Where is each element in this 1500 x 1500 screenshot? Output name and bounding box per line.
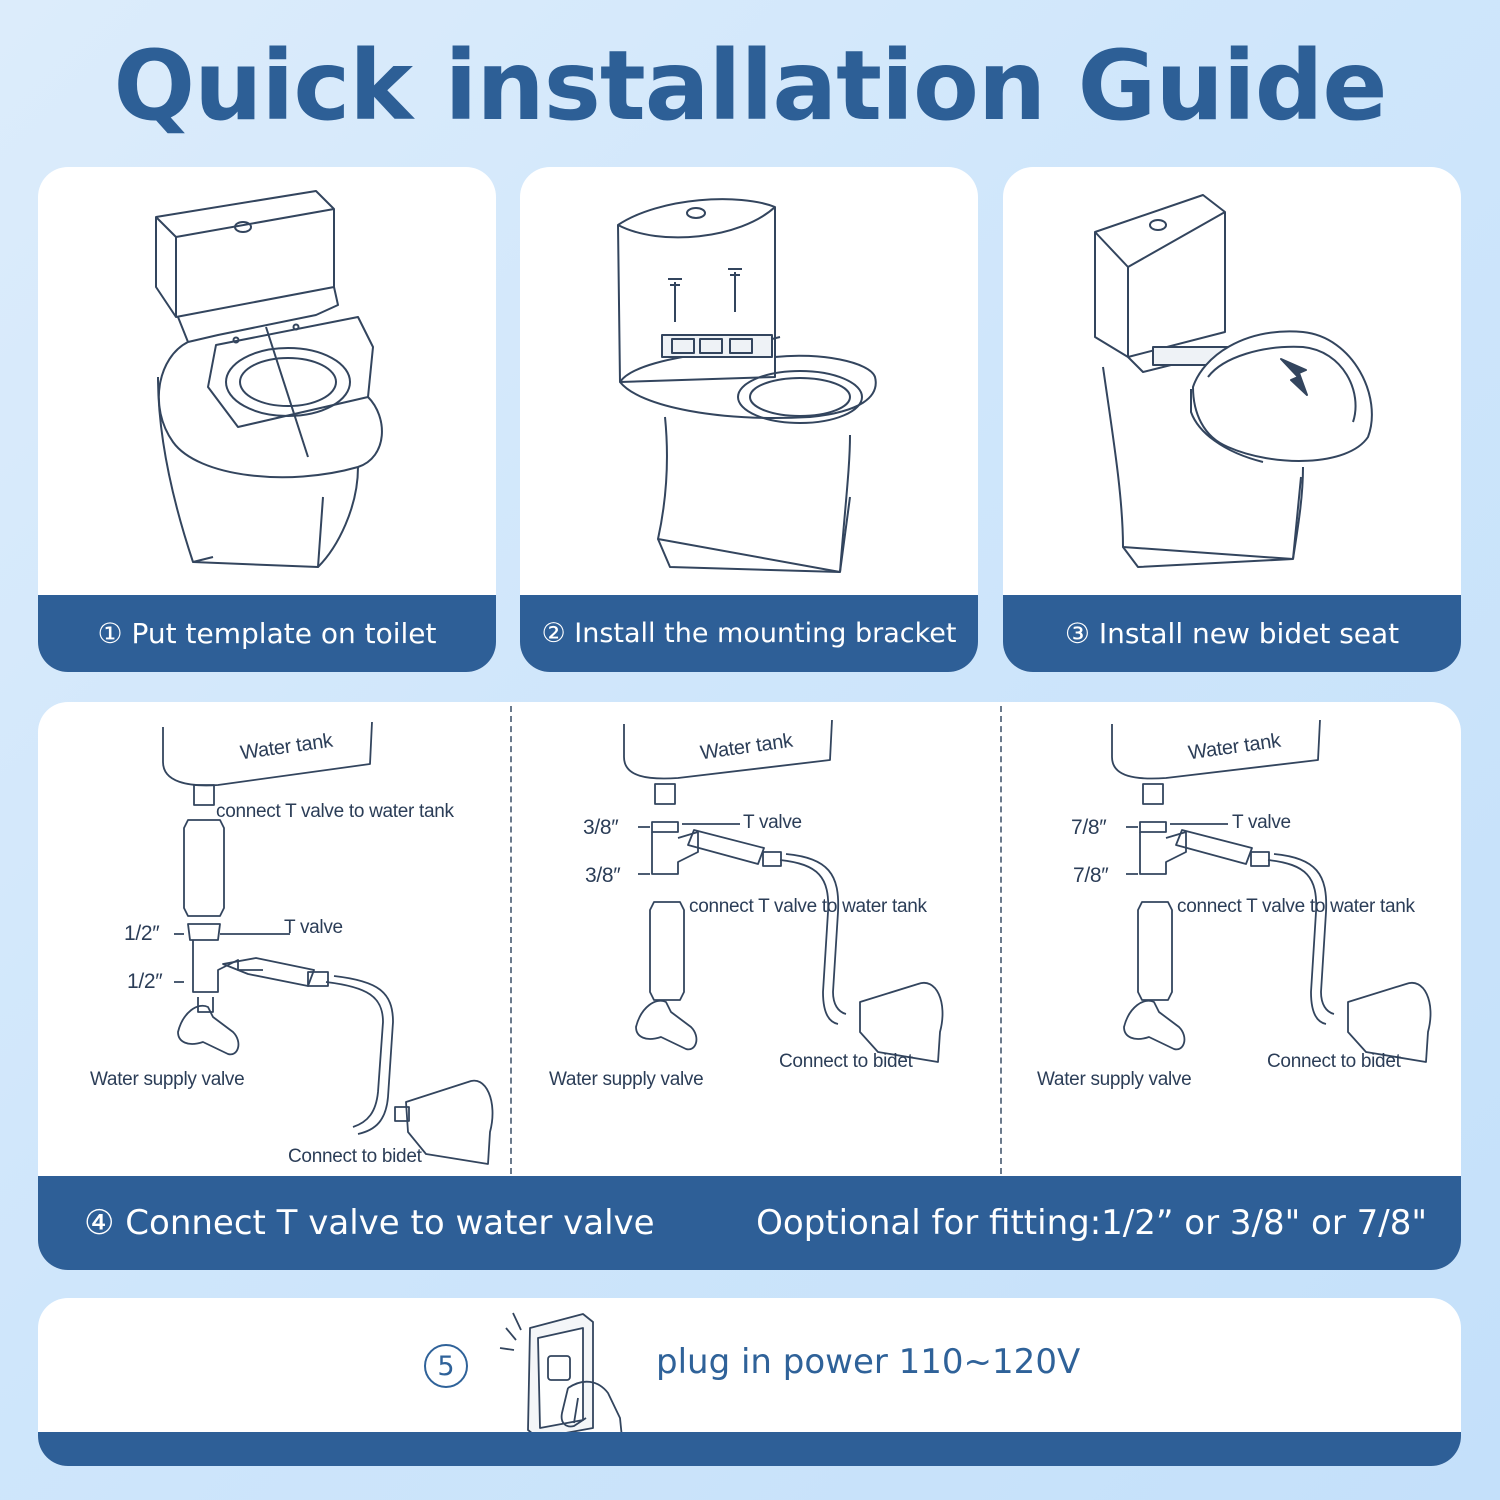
step-1-label: ① Put template on toilet	[38, 595, 496, 672]
size-top-label: 3/8″	[583, 816, 619, 839]
step-card-5: 5 plug in power 110~120V	[38, 1298, 1461, 1466]
step-card-1: ① Put template on toilet	[38, 167, 496, 672]
size-bottom-label: 3/8″	[585, 864, 621, 887]
step-5-band	[38, 1432, 1461, 1466]
connect-tank-label: connect T valve to water tank	[1177, 896, 1415, 917]
step-card-3: ③ Install new bidet seat	[1003, 167, 1461, 672]
step-4-label: ④ Connect T valve to water valve	[84, 1203, 655, 1243]
t-valve-label: T valve	[1232, 812, 1291, 833]
fitting-options-label: Ooptional for fitting:1/2” or 3/8" or 7/…	[756, 1203, 1427, 1243]
water-supply-valve-label: Water supply valve	[90, 1069, 245, 1090]
step-5-number: 5	[424, 1344, 468, 1388]
step-3-label: ③ Install new bidet seat	[1003, 595, 1461, 672]
connect-bidet-label: Connect to bidet	[288, 1146, 422, 1167]
step-card-4: Water tank connect T valve to water tank…	[38, 702, 1461, 1270]
connect-bidet-label: Connect to bidet	[779, 1051, 913, 1072]
step-card-2: ② Install the mounting bracket	[520, 167, 978, 672]
water-supply-valve-label: Water supply valve	[1037, 1069, 1192, 1090]
power-label: plug in power 110~120V	[656, 1342, 1081, 1382]
dashed-divider	[510, 706, 512, 1174]
size-top-label: 1/2″	[124, 922, 160, 945]
step-2-label: ② Install the mounting bracket	[520, 595, 978, 672]
size-bottom-label: 1/2″	[127, 970, 163, 993]
step-4-band: ④ Connect T valve to water valve Ooption…	[38, 1176, 1461, 1270]
connect-bidet-label: Connect to bidet	[1267, 1051, 1401, 1072]
connect-tank-label: connect T valve to water tank	[216, 801, 454, 822]
page-title: Quick installation Guide	[113, 30, 1387, 142]
t-valve-label: T valve	[743, 812, 802, 833]
t-valve-label: T valve	[284, 917, 343, 938]
t-valve-diagrams-icon	[162, 719, 1432, 1165]
mounting-bracket-icon	[617, 198, 877, 573]
connect-tank-label: connect T valve to water tank	[689, 896, 927, 917]
toilet-template-icon	[155, 190, 383, 568]
dashed-divider	[1000, 706, 1002, 1174]
water-supply-valve-label: Water supply valve	[549, 1069, 704, 1090]
size-bottom-label: 7/8″	[1073, 864, 1109, 887]
plug-in-hand-icon	[499, 1312, 624, 1466]
size-top-label: 7/8″	[1071, 816, 1107, 839]
bidet-seat-icon	[1094, 194, 1373, 568]
